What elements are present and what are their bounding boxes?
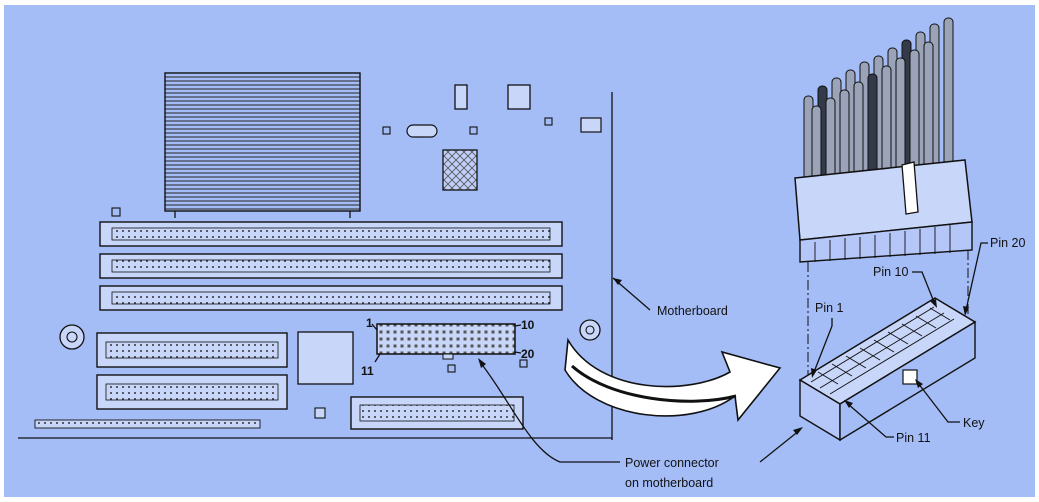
chipset (297, 331, 354, 385)
fan-header (580, 117, 602, 133)
motherboard: 1 10 11 20 (18, 72, 613, 440)
key-label: Key (963, 416, 985, 430)
pin-number-20: 20 (521, 347, 535, 361)
pin-number-10: 10 (521, 318, 535, 332)
pin20-label: Pin 20 (990, 236, 1025, 250)
atx-power-plug (794, 17, 973, 263)
bios-chip (442, 149, 478, 191)
mounting-hole (59, 324, 85, 350)
pin1-label: Pin 1 (815, 301, 844, 315)
power-connector-on-board (376, 323, 516, 360)
edge-strip (34, 419, 261, 429)
chip (507, 84, 531, 110)
memory-slots (99, 221, 563, 311)
mounting-hole (579, 319, 601, 341)
cpu-heatsink (164, 72, 361, 218)
power-connector-label-line1: Power connector (625, 456, 719, 470)
direction-arrow (564, 337, 782, 422)
motherboard-socket-detail (798, 297, 977, 442)
key-notch (902, 369, 918, 385)
pin11-label: Pin 11 (896, 431, 931, 445)
power-connector-label-line2: on motherboard (625, 476, 713, 490)
pin-number-1: 1 (366, 316, 373, 330)
pin-number-11: 11 (361, 364, 374, 378)
chip (454, 84, 468, 110)
power-connector-leader (479, 361, 620, 463)
motherboard-label: Motherboard (657, 304, 728, 318)
crystal (406, 124, 438, 138)
wires (803, 17, 954, 187)
pin10-label: Pin 10 (873, 265, 908, 279)
